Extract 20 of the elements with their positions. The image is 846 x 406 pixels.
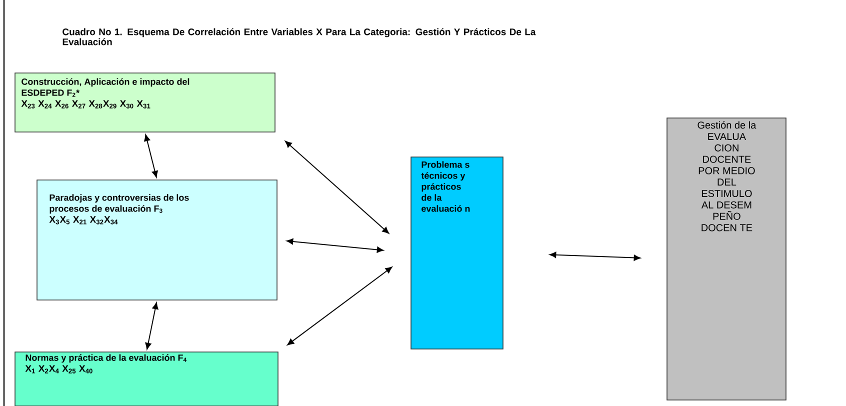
box-text: Paradojas y controversias de los procesos de evaluación F$_{3}$ — [50, 194, 189, 214]
arrow — [286, 238, 384, 253]
arrow — [145, 302, 158, 350]
box-text: X$_{3}$X$_{5}$ X$_{21}$ X$_{32}$X$_{34}$ — [49, 216, 118, 224]
arrow — [144, 134, 158, 178]
box-text: Construcción, Aplicación e impacto del ESDEPED F$_{2}$* — [22, 78, 190, 97]
process-box — [14, 72, 276, 132]
process-box — [14, 352, 278, 406]
box-text: Normas y práctica de la evaluación F$_{4}$ — [26, 354, 187, 363]
box-text: X$_{1}$ X$_{2}$X$_{4}$ X$_{25}$ X$_{40}$ — [25, 365, 92, 374]
box-text: X$_{23}$ X$_{24}$ X$_{26}$ X$_{27}$ X$_{28}$X$_{29}$ X$_{30}$ X$_{31}$ — [21, 100, 150, 108]
result-box — [666, 118, 786, 400]
arrow — [549, 252, 641, 261]
box-text: Gestión de la EVALUA CION DOCENTE POR MEDIO DEL ESTIMULO AL DESEM PEÑO DOCEN TE — [698, 121, 756, 232]
arrow — [285, 140, 390, 234]
process-box — [410, 156, 504, 350]
process-box — [36, 180, 278, 300]
title: Cuadro No 1. Esquema De Correlación Entre Variables X Para La Categoria: Gestión Y Prácticos De La Evaluación — [62, 28, 536, 46]
arrow — [287, 266, 392, 346]
box-text: Problema s técnicos y prácticos de la evaluació n — [421, 161, 470, 212]
